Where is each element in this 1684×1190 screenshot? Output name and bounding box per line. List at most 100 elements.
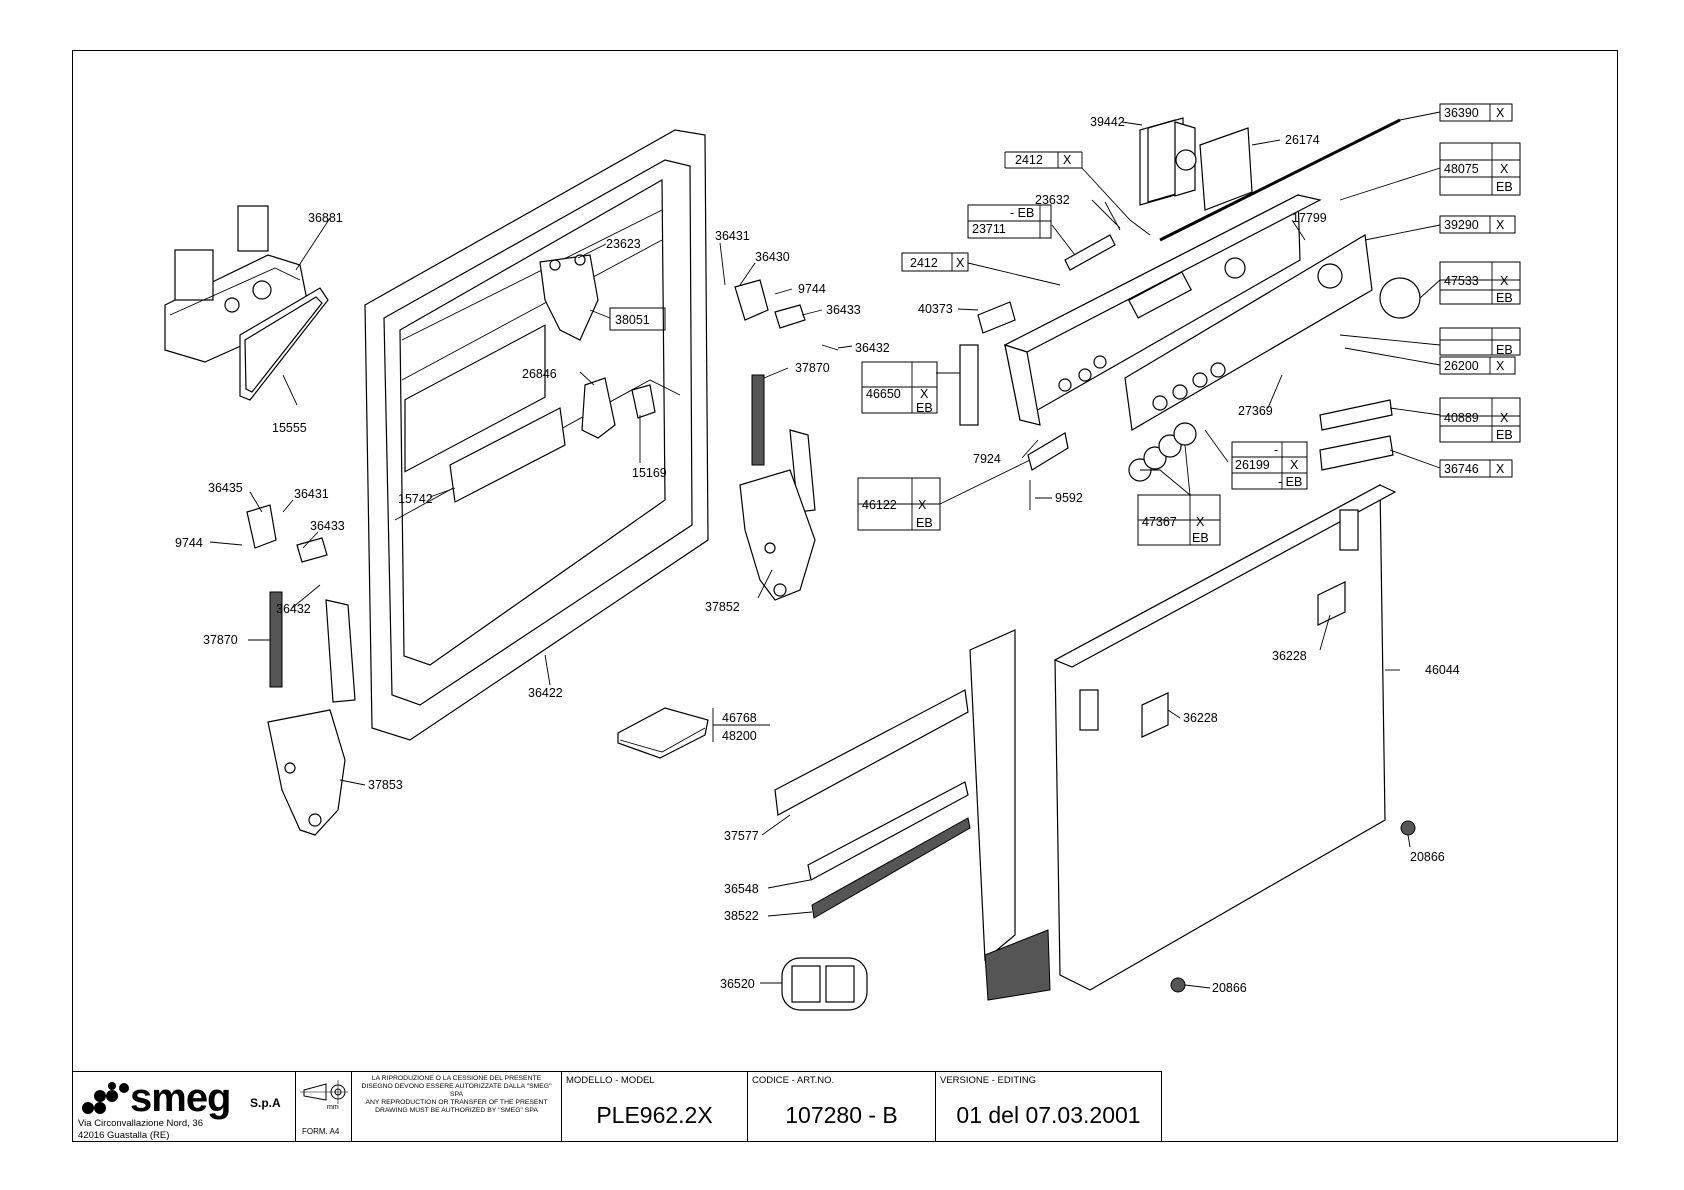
- format-label: FORM. A4: [302, 1127, 340, 1136]
- label-23711: 23711: [972, 222, 1006, 236]
- label-36432b: 36432: [276, 602, 311, 616]
- label-36228a: 36228: [1272, 649, 1307, 663]
- knob-47533: [1379, 277, 1421, 319]
- label-2412a: 2412: [1015, 153, 1043, 167]
- model-cell: MODELLO - MODEL PLE962.2X: [562, 1072, 748, 1142]
- label-47367-x: X: [1196, 515, 1205, 529]
- address-line-1: Via Circonvallazione Nord, 36: [78, 1118, 203, 1129]
- label-40889-eb: EB: [1496, 428, 1513, 442]
- bracket-26846: [581, 377, 616, 439]
- label-26199-x: X: [1290, 458, 1299, 472]
- foam-strip: [984, 929, 1051, 1001]
- part-23711: [1064, 234, 1116, 271]
- leader-lines: [209, 111, 1441, 989]
- model-label: MODELLO - MODEL: [566, 1075, 655, 1086]
- svg-text:mm: mm: [327, 1104, 339, 1110]
- label-36435: 36435: [208, 481, 243, 495]
- label-47367: 47367: [1142, 515, 1177, 529]
- label-36431a: 36431: [715, 229, 750, 243]
- label-2412b: 2412: [910, 256, 938, 270]
- label-26199-eb: - EB: [1278, 475, 1302, 489]
- label-46650-eb: EB: [916, 401, 933, 415]
- label-39442: 39442: [1090, 115, 1125, 129]
- control-panel-39290: [1124, 234, 1373, 431]
- seal-strip-37577: [774, 689, 969, 816]
- label-36746-x: X: [1496, 462, 1505, 476]
- label-17799: 17799: [1292, 211, 1327, 225]
- title-block: smeg S.p.A Via Circonvallazione Nord, 36…: [72, 1071, 1162, 1142]
- projection-symbol-icon: mm: [300, 1080, 348, 1110]
- label-39290: 39290: [1444, 218, 1479, 232]
- label-27369: 27369: [1238, 404, 1273, 418]
- copyright-notice: LA RIPRODUZIONE O LA CESSIONE DEL PRESEN…: [352, 1072, 562, 1142]
- label-48075-eb: EB: [1496, 180, 1513, 194]
- detergent-dispenser: [164, 205, 311, 363]
- label-23632: 23632: [1035, 193, 1070, 207]
- label-26200-x: X: [1496, 359, 1505, 373]
- screw-20866b: [1170, 977, 1186, 993]
- handle-15742: [449, 407, 566, 503]
- label-36431b: 36431: [294, 487, 329, 501]
- label-26174: 26174: [1285, 133, 1320, 147]
- hinge-left: [246, 504, 356, 836]
- label-2412a-x: X: [1063, 153, 1072, 167]
- notice-english: ANY REPRODUCTION OR TRANSFER OF THE PRES…: [365, 1099, 548, 1115]
- label-20866b: 20866: [1212, 981, 1247, 995]
- label-36746: 36746: [1444, 462, 1479, 476]
- label-46122: 46122: [862, 498, 897, 512]
- label-46650-x: X: [920, 387, 929, 401]
- label-47367-eb: EB: [1192, 531, 1209, 545]
- code-value: 107280 - B: [785, 1102, 898, 1128]
- label-37870b: 37870: [203, 633, 238, 647]
- label-15169: 15169: [632, 466, 667, 480]
- rail-38522: [811, 817, 971, 919]
- version-label: VERSIONE - EDITING: [940, 1075, 1037, 1086]
- rod-36390: [1159, 118, 1401, 242]
- part-46122: [1027, 432, 1069, 471]
- label-48075: 48075: [1444, 162, 1479, 176]
- part-15169: [631, 384, 656, 419]
- label-47533-x: X: [1500, 274, 1509, 288]
- label-eb-a: - EB: [1010, 206, 1034, 220]
- label-15555: 15555: [272, 421, 307, 435]
- code-label: CODICE - ART.NO.: [752, 1075, 835, 1086]
- company-logo-cell: smeg S.p.A Via Circonvallazione Nord, 36…: [72, 1072, 296, 1142]
- version-cell: VERSIONE - EDITING 01 del 07.03.2001: [936, 1072, 1162, 1142]
- format-cell: mm FORM. A4: [296, 1072, 352, 1142]
- label-46044: 46044: [1425, 663, 1460, 677]
- label-2412b-x: X: [956, 256, 965, 270]
- label-15742: 15742: [398, 492, 433, 506]
- label-46650: 46650: [866, 387, 901, 401]
- label-20866a: 20866: [1410, 850, 1445, 864]
- label-23623: 23623: [606, 237, 641, 251]
- door-lock: [539, 254, 599, 341]
- label-36390: 36390: [1444, 106, 1479, 120]
- label-26199: 26199: [1235, 458, 1270, 472]
- part-40889: [1319, 399, 1393, 431]
- label-46768: 46768: [722, 711, 757, 725]
- smeg-dots-icon: [82, 1082, 129, 1114]
- part-36746: [1319, 435, 1394, 471]
- screw-20866a: [1400, 820, 1416, 836]
- part-40373: [977, 301, 1016, 334]
- version-value: 01 del 07.03.2001: [956, 1102, 1141, 1128]
- label-46122-x: X: [918, 498, 927, 512]
- label-48075-x: X: [1500, 162, 1509, 176]
- label-40373: 40373: [918, 302, 953, 316]
- notice-italian: LA RIPRODUZIONE O LA CESSIONE DEL PRESEN…: [361, 1075, 552, 1098]
- label-47533-eb: EB: [1496, 291, 1513, 305]
- label-36390-x: X: [1496, 106, 1505, 120]
- label-37577: 37577: [724, 829, 759, 843]
- label-37853: 37853: [368, 778, 403, 792]
- label-9744a: 9744: [798, 282, 826, 296]
- label-26846: 26846: [522, 367, 557, 381]
- label-36228b: 36228: [1183, 711, 1218, 725]
- company-suffix: S.p.A: [250, 1096, 281, 1110]
- outer-door-panel: [1054, 484, 1386, 991]
- label-7924: 7924: [973, 452, 1001, 466]
- label-26199-dash: -: [1274, 443, 1278, 457]
- label-40889-x: X: [1500, 411, 1509, 425]
- label-36433a: 36433: [826, 303, 861, 317]
- timer-cover-26174: [1199, 127, 1253, 211]
